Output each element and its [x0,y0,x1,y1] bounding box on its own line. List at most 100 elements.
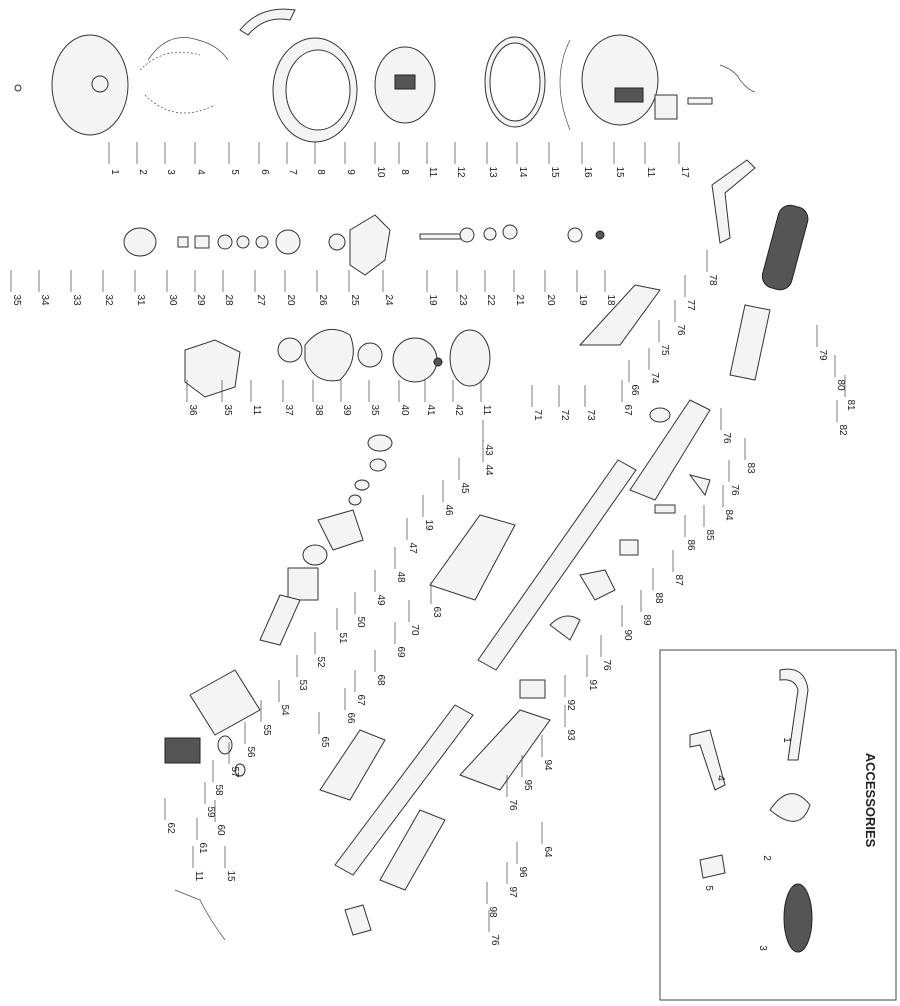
callout-number: 11 [427,167,438,178]
callout-number: 31 [135,294,146,306]
callout-number: 47 [407,542,418,554]
part-lower-shaft [334,704,474,876]
callout-number: 19 [423,519,434,531]
callout-number: 36 [187,404,198,416]
motor-assembly [164,434,393,941]
callout-number: 1 [109,169,120,175]
callout-number: 64 [542,846,553,858]
callout-number: 93 [565,729,576,741]
callout-number: 35 [11,294,22,306]
accessories-title: ACCESSORIES [863,753,878,848]
part-lower-housing [459,709,551,791]
part-disc-cover [51,34,129,136]
callout-number: 72 [559,409,570,421]
callout-number: 95 [522,779,533,791]
callout-number: 60 [215,824,226,836]
part-fan [392,337,438,383]
callout-number: 80 [835,379,846,391]
accessory-callout: 2 [761,855,772,861]
callout-number: 51 [337,632,348,644]
callout-number: 15 [549,166,560,178]
part-upper-shaft [477,459,637,671]
part-wire [719,64,756,93]
callout-number: 50 [355,616,366,628]
callout-number: 33 [71,294,82,306]
callout-number: 62 [165,822,176,834]
part-switch-housing [429,514,516,601]
callout-number: 83 [745,462,756,474]
handle-assembly [459,159,809,791]
callout-number: 19 [577,294,588,306]
callout-number: 16 [582,166,593,178]
accessory-clip [699,854,726,879]
part-gear-housing [349,214,391,276]
accessory-guard [769,793,811,822]
callout-number: 85 [704,529,715,541]
callout-number: 11 [645,167,656,178]
callout-number: 96 [517,866,528,878]
callout-number: 24 [383,294,394,306]
callout-number: 21 [514,294,525,306]
callout-number: 38 [313,404,324,416]
callout-number: 73 [585,409,596,421]
callout-number: 54 [279,704,290,716]
callout-number: 67 [355,694,366,706]
part-trigger-housing [578,284,661,346]
callout-number: 98 [487,906,498,918]
part-armature [287,567,319,601]
callout-number: 81 [845,399,856,411]
callout-number: 34 [39,294,50,306]
callout-number: 28 [223,294,234,306]
accessory-hose [779,668,809,761]
callout-number: 87 [673,574,684,586]
part-blade-disc [14,84,22,92]
callout-number: 20 [545,294,556,306]
callout-number: 68 [375,674,386,686]
second-row-parts [123,214,605,276]
accessories-frame [659,649,897,1001]
part-lead-wire [174,889,226,941]
callout-number: 35 [222,404,233,416]
callout-number: 39 [341,404,352,416]
part-curved-strip [239,8,296,36]
top-row-parts [14,8,756,143]
part-foam-grip [761,204,809,291]
callout-number: 67 [622,404,633,416]
accessory-callout: 5 [703,885,714,891]
part-motor-case [189,669,261,736]
callout-number: 90 [622,629,633,641]
callout-number: 63 [431,606,442,618]
callout-number: 11 [481,405,492,416]
callout-number: 8 [315,169,326,175]
callout-number: 92 [565,699,576,711]
part-mount-bracket [579,569,616,601]
callout-number: 75 [659,344,670,356]
callout-number: 76 [729,484,740,496]
callout-number: 26 [317,294,328,306]
callout-number: 91 [587,679,598,691]
callout-number: 79 [817,349,828,361]
callout-number: 59 [205,806,216,818]
part-end-cap [449,329,491,387]
part-back-housing [581,34,659,126]
callout-number: 12 [455,166,466,178]
callout-number: 77 [685,299,696,311]
part-handle-bar [711,159,756,244]
callout-number: 78 [707,274,718,286]
callout-number: 6 [259,169,270,175]
part-gear-cover [123,227,157,257]
callout-number: 61 [197,842,208,854]
part-pin [687,97,713,105]
part-plate-mount [394,74,416,90]
part-switch-block [614,87,644,103]
callout-number: 45 [459,482,470,494]
callout-number: 40 [399,404,410,416]
callout-number: 41 [425,404,436,416]
callout-number: 19 [427,294,438,306]
callout-number: 86 [685,539,696,551]
callout-number: 25 [349,294,360,306]
